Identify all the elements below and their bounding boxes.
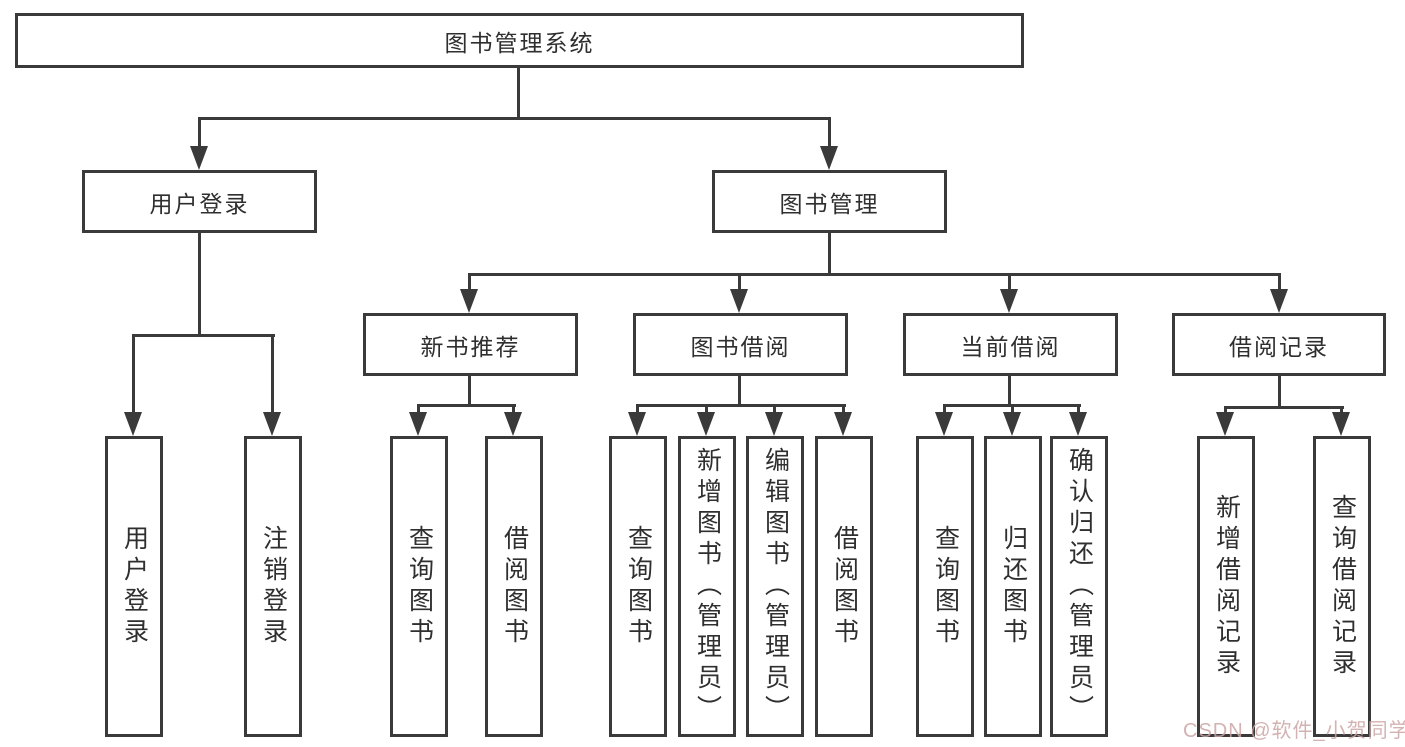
node-label: 图书管理 <box>779 190 880 217</box>
arrow-down-icon <box>1216 412 1234 436</box>
connector-book-borrow-splitter <box>636 404 846 407</box>
connector-drop-leaf <box>132 334 135 413</box>
connector-drop-book-management <box>828 117 831 150</box>
connector-drop-module <box>1278 273 1281 293</box>
arrow-down-icon <box>628 412 646 436</box>
node-label: 用户登录 <box>149 190 250 217</box>
connector-drop-module <box>468 273 471 293</box>
connector-level1-splitter <box>198 117 831 120</box>
leaf-add-book-admin: 新增图书（管理员） <box>678 436 736 737</box>
leaf-add-borrow-record: 新增借阅记录 <box>1197 436 1255 737</box>
node-library-system: 图书管理系统 <box>15 13 1024 68</box>
connector-drop-leaf <box>943 404 946 414</box>
leaf-return-book: 归还图书 <box>984 436 1042 737</box>
node-label: 当前借阅 <box>960 333 1061 360</box>
connector-drop-module <box>1008 273 1011 293</box>
arrow-down-icon <box>730 289 748 313</box>
leaf-label: 查询图书 <box>624 524 653 649</box>
leaf-query-borrow-record: 查询借阅记录 <box>1313 436 1371 737</box>
leaf-label: 借阅图书 <box>500 524 529 649</box>
arrow-down-icon <box>190 146 208 170</box>
connector-drop-leaf <box>773 404 776 414</box>
leaf-label: 查询图书 <box>931 524 960 649</box>
leaf-borrow-book-1: 借阅图书 <box>485 436 543 737</box>
leaf-label: 查询借阅记录 <box>1328 493 1357 680</box>
leaf-user-login: 用户登录 <box>105 436 163 737</box>
arrow-down-icon <box>263 412 281 436</box>
connector-new-book-stem <box>468 375 471 407</box>
arrow-down-icon <box>1003 412 1021 436</box>
node-label: 图书借阅 <box>690 333 791 360</box>
leaf-label: 归还图书 <box>999 524 1028 649</box>
connector-new-book-splitter <box>417 404 516 407</box>
node-book-management: 图书管理 <box>712 170 947 233</box>
node-label: 新书推荐 <box>420 333 521 360</box>
arrow-down-icon <box>1270 289 1288 313</box>
leaf-query-book-1: 查询图书 <box>390 436 448 737</box>
arrow-down-icon <box>504 412 522 436</box>
connector-drop-leaf <box>636 404 639 414</box>
leaf-edit-book-admin: 编辑图书（管理员） <box>746 436 804 737</box>
connector-drop-leaf <box>512 404 515 414</box>
arrow-down-icon <box>1332 412 1350 436</box>
connector-book-borrow-stem <box>738 375 741 407</box>
leaf-confirm-return-admin: 确认归还（管理员） <box>1050 436 1108 737</box>
connector-borrow-records-splitter <box>1224 406 1344 409</box>
connector-drop-leaf <box>1224 406 1227 414</box>
arrow-down-icon <box>820 146 838 170</box>
connector-current-borrow-stem <box>1008 375 1011 407</box>
leaf-label: 查询图书 <box>405 524 434 649</box>
node-new-book-recommend: 新书推荐 <box>363 313 578 376</box>
connector-user-login-stem <box>198 232 201 337</box>
connector-level2-splitter <box>468 273 1281 276</box>
arrow-down-icon <box>124 412 142 436</box>
node-label: 图书管理系统 <box>444 29 595 56</box>
csdn-watermark: CSDN @软件_小贺同学 <box>1183 720 1405 742</box>
arrow-down-icon <box>1069 412 1087 436</box>
leaf-label: 确认归还（管理员） <box>1065 447 1094 726</box>
connector-drop-leaf <box>271 334 274 413</box>
leaf-query-book-2: 查询图书 <box>609 436 667 737</box>
arrow-down-icon <box>935 412 953 436</box>
connector-drop-module <box>738 273 741 293</box>
leaf-query-book-3: 查询图书 <box>916 436 974 737</box>
leaf-label: 新增图书（管理员） <box>693 447 722 726</box>
connector-drop-leaf <box>417 404 420 414</box>
arrow-down-icon <box>1000 289 1018 313</box>
connector-borrow-records-stem <box>1278 375 1281 408</box>
connector-drop-leaf <box>705 404 708 414</box>
leaf-borrow-book-2: 借阅图书 <box>815 436 873 737</box>
leaf-label: 注销登录 <box>259 524 288 649</box>
connector-book-management-stem <box>828 232 831 276</box>
arrow-down-icon <box>409 412 427 436</box>
arrow-down-icon <box>834 412 852 436</box>
connector-drop-leaf <box>1340 406 1343 414</box>
node-label: 借阅记录 <box>1229 333 1329 360</box>
connector-root-stem <box>517 68 520 120</box>
node-book-borrow: 图书借阅 <box>633 313 848 376</box>
connector-user-login-splitter <box>132 334 275 337</box>
connector-drop-user-login <box>198 117 201 150</box>
node-current-borrow: 当前借阅 <box>903 313 1118 376</box>
connector-drop-leaf <box>1077 404 1080 414</box>
arrow-down-icon <box>460 289 478 313</box>
arrow-down-icon <box>765 412 783 436</box>
leaf-label: 新增借阅记录 <box>1212 493 1241 680</box>
leaf-logout: 注销登录 <box>244 436 302 737</box>
leaf-label: 用户登录 <box>120 524 149 649</box>
leaf-label: 编辑图书（管理员） <box>761 447 790 726</box>
leaf-label: 借阅图书 <box>830 524 859 649</box>
node-user-login: 用户登录 <box>82 170 317 233</box>
connector-drop-leaf <box>842 404 845 414</box>
arrow-down-icon <box>697 412 715 436</box>
node-borrow-records: 借阅记录 <box>1172 313 1386 376</box>
connector-drop-leaf <box>1011 404 1014 414</box>
